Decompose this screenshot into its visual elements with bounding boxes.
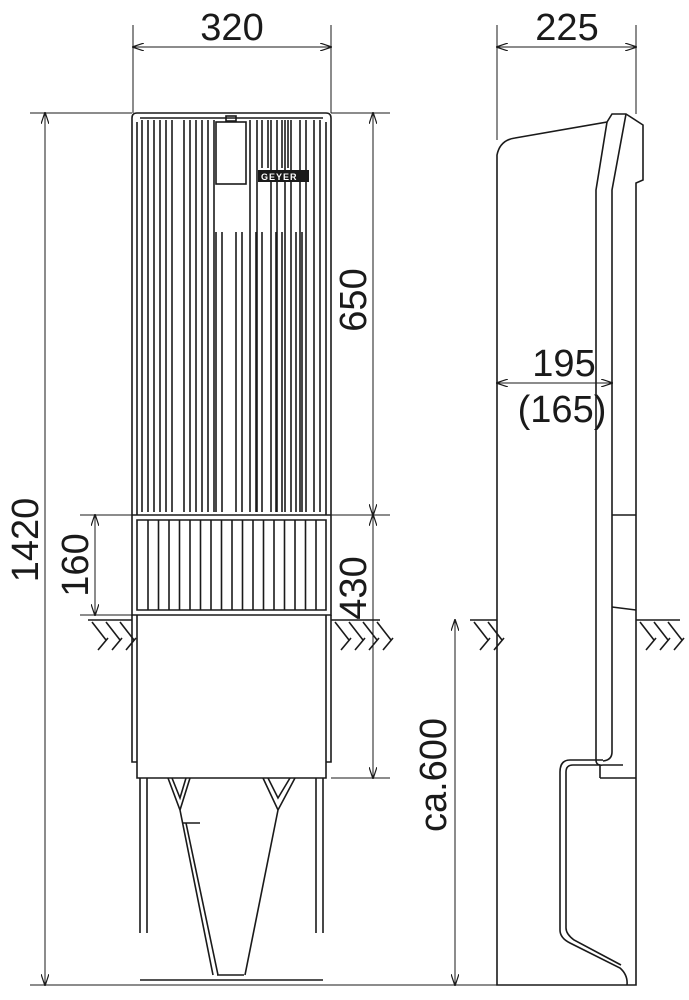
dimensions: 320 225 195 (165) 1420 160 650 430 ca.60… [5, 7, 636, 985]
drawing-line [362, 621, 378, 641]
drawing-line [376, 621, 392, 641]
dim-upper-height: 650 [333, 268, 375, 331]
drawing-line [125, 637, 137, 651]
drawing-line [659, 637, 671, 651]
drawing-line [645, 637, 657, 651]
drawing-line [493, 637, 505, 651]
ground-hatch [88, 619, 685, 651]
drawing-line [348, 621, 364, 641]
drawing-line [487, 621, 503, 641]
drawing-line [119, 621, 135, 641]
drawing-line [639, 621, 655, 641]
drawing-line [653, 621, 669, 641]
drawing-line [105, 621, 121, 641]
dim-lower-height: 430 [333, 556, 375, 619]
front-view: GEYER [131, 25, 332, 981]
drawing-line [111, 637, 123, 651]
dim-side-mid-alt: (165) [518, 389, 607, 431]
dim-total-height: 1420 [5, 498, 47, 583]
drawing-line [91, 621, 107, 641]
drawing-line [368, 637, 380, 651]
drawing-line [473, 621, 489, 641]
drawing-line [340, 637, 352, 651]
dim-burial-depth: ca.600 [413, 718, 455, 832]
drawing-line [667, 621, 683, 641]
dim-side-depth: 225 [535, 7, 598, 49]
side-view [496, 25, 644, 986]
drawing-line [479, 637, 491, 651]
meter-window [215, 121, 247, 185]
drawing-line [382, 637, 394, 651]
drawing-line [354, 637, 366, 651]
logo-text: GEYER [261, 172, 298, 182]
drawing-line [673, 637, 685, 651]
drawing-line [97, 637, 109, 651]
logo [258, 170, 309, 182]
dim-front-width: 320 [200, 7, 263, 49]
drawing-line [334, 621, 350, 641]
dim-side-mid: 195 [532, 343, 595, 385]
dim-middle-height: 160 [55, 533, 97, 596]
